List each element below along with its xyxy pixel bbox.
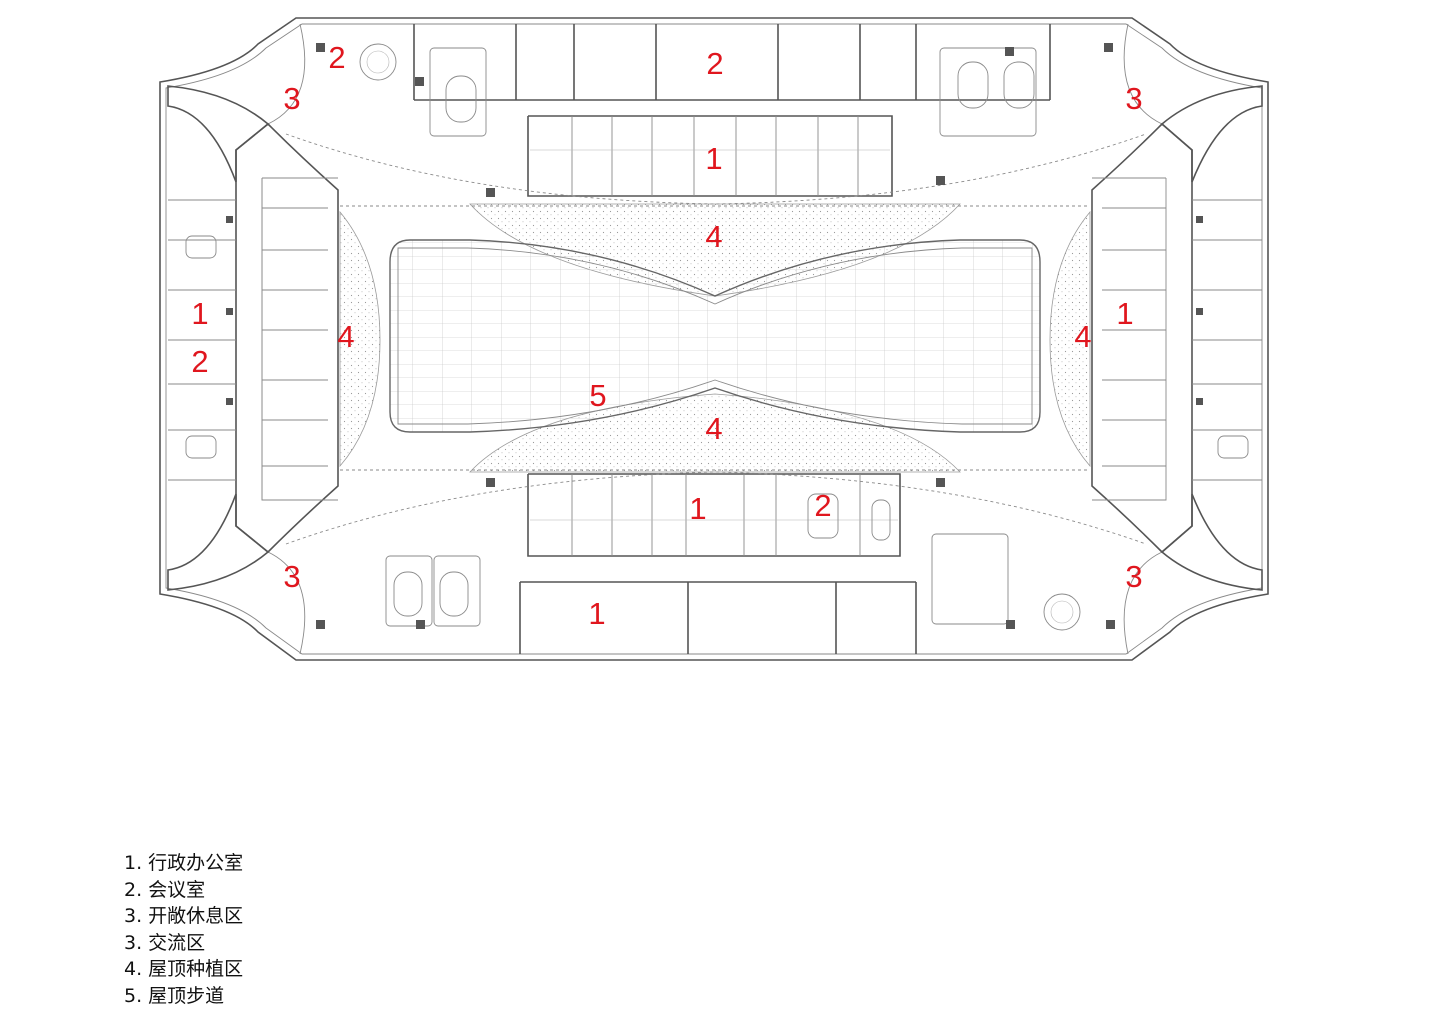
meeting-tables: [185, 43, 1249, 631]
zone-label-1: 1: [689, 491, 706, 526]
zone-label-1: 1: [191, 296, 208, 331]
structural-columns: [226, 43, 1203, 629]
bottom-office-block: [385, 473, 1009, 654]
zone-label-3: 3: [283, 559, 300, 594]
zone-label-4: 4: [1074, 319, 1091, 354]
zone-label-4: 4: [705, 411, 722, 446]
side-office-wings: [168, 178, 1262, 500]
zone-label-4: 4: [337, 319, 354, 354]
top-office-block: [413, 24, 1051, 197]
zone-label-2: 2: [191, 344, 208, 379]
zone-label-2: 2: [814, 488, 831, 523]
legend-item-4: 3. 交流区: [124, 931, 206, 954]
zone-label-4: 4: [705, 219, 722, 254]
zone-label-1: 1: [705, 141, 722, 176]
zone-label-3: 3: [1125, 81, 1142, 116]
zone-label-3: 3: [283, 81, 300, 116]
legend-item-2: 2. 会议室: [124, 878, 206, 901]
zone-label-2: 2: [706, 46, 723, 81]
zone-label-1: 1: [588, 596, 605, 631]
zone-label-3: 3: [1125, 559, 1142, 594]
building-envelope: [159, 17, 1269, 661]
zone-label-5: 5: [589, 378, 606, 413]
legend-item-3: 3. 开敞休息区: [124, 905, 244, 927]
legend-item-5: 4. 屋顶种植区: [124, 958, 244, 980]
zone-label-1: 1: [1116, 296, 1133, 331]
central-skylight: [389, 239, 1041, 433]
zone-label-2: 2: [328, 40, 345, 75]
legend: 1. 行政办公室 2. 会议室 3. 开敞休息区 3. 交流区 4. 屋顶种植区…: [124, 850, 243, 1009]
legend-item-6: 5. 屋顶步道: [124, 984, 225, 1007]
legend-item-1: 1. 行政办公室: [124, 852, 244, 874]
